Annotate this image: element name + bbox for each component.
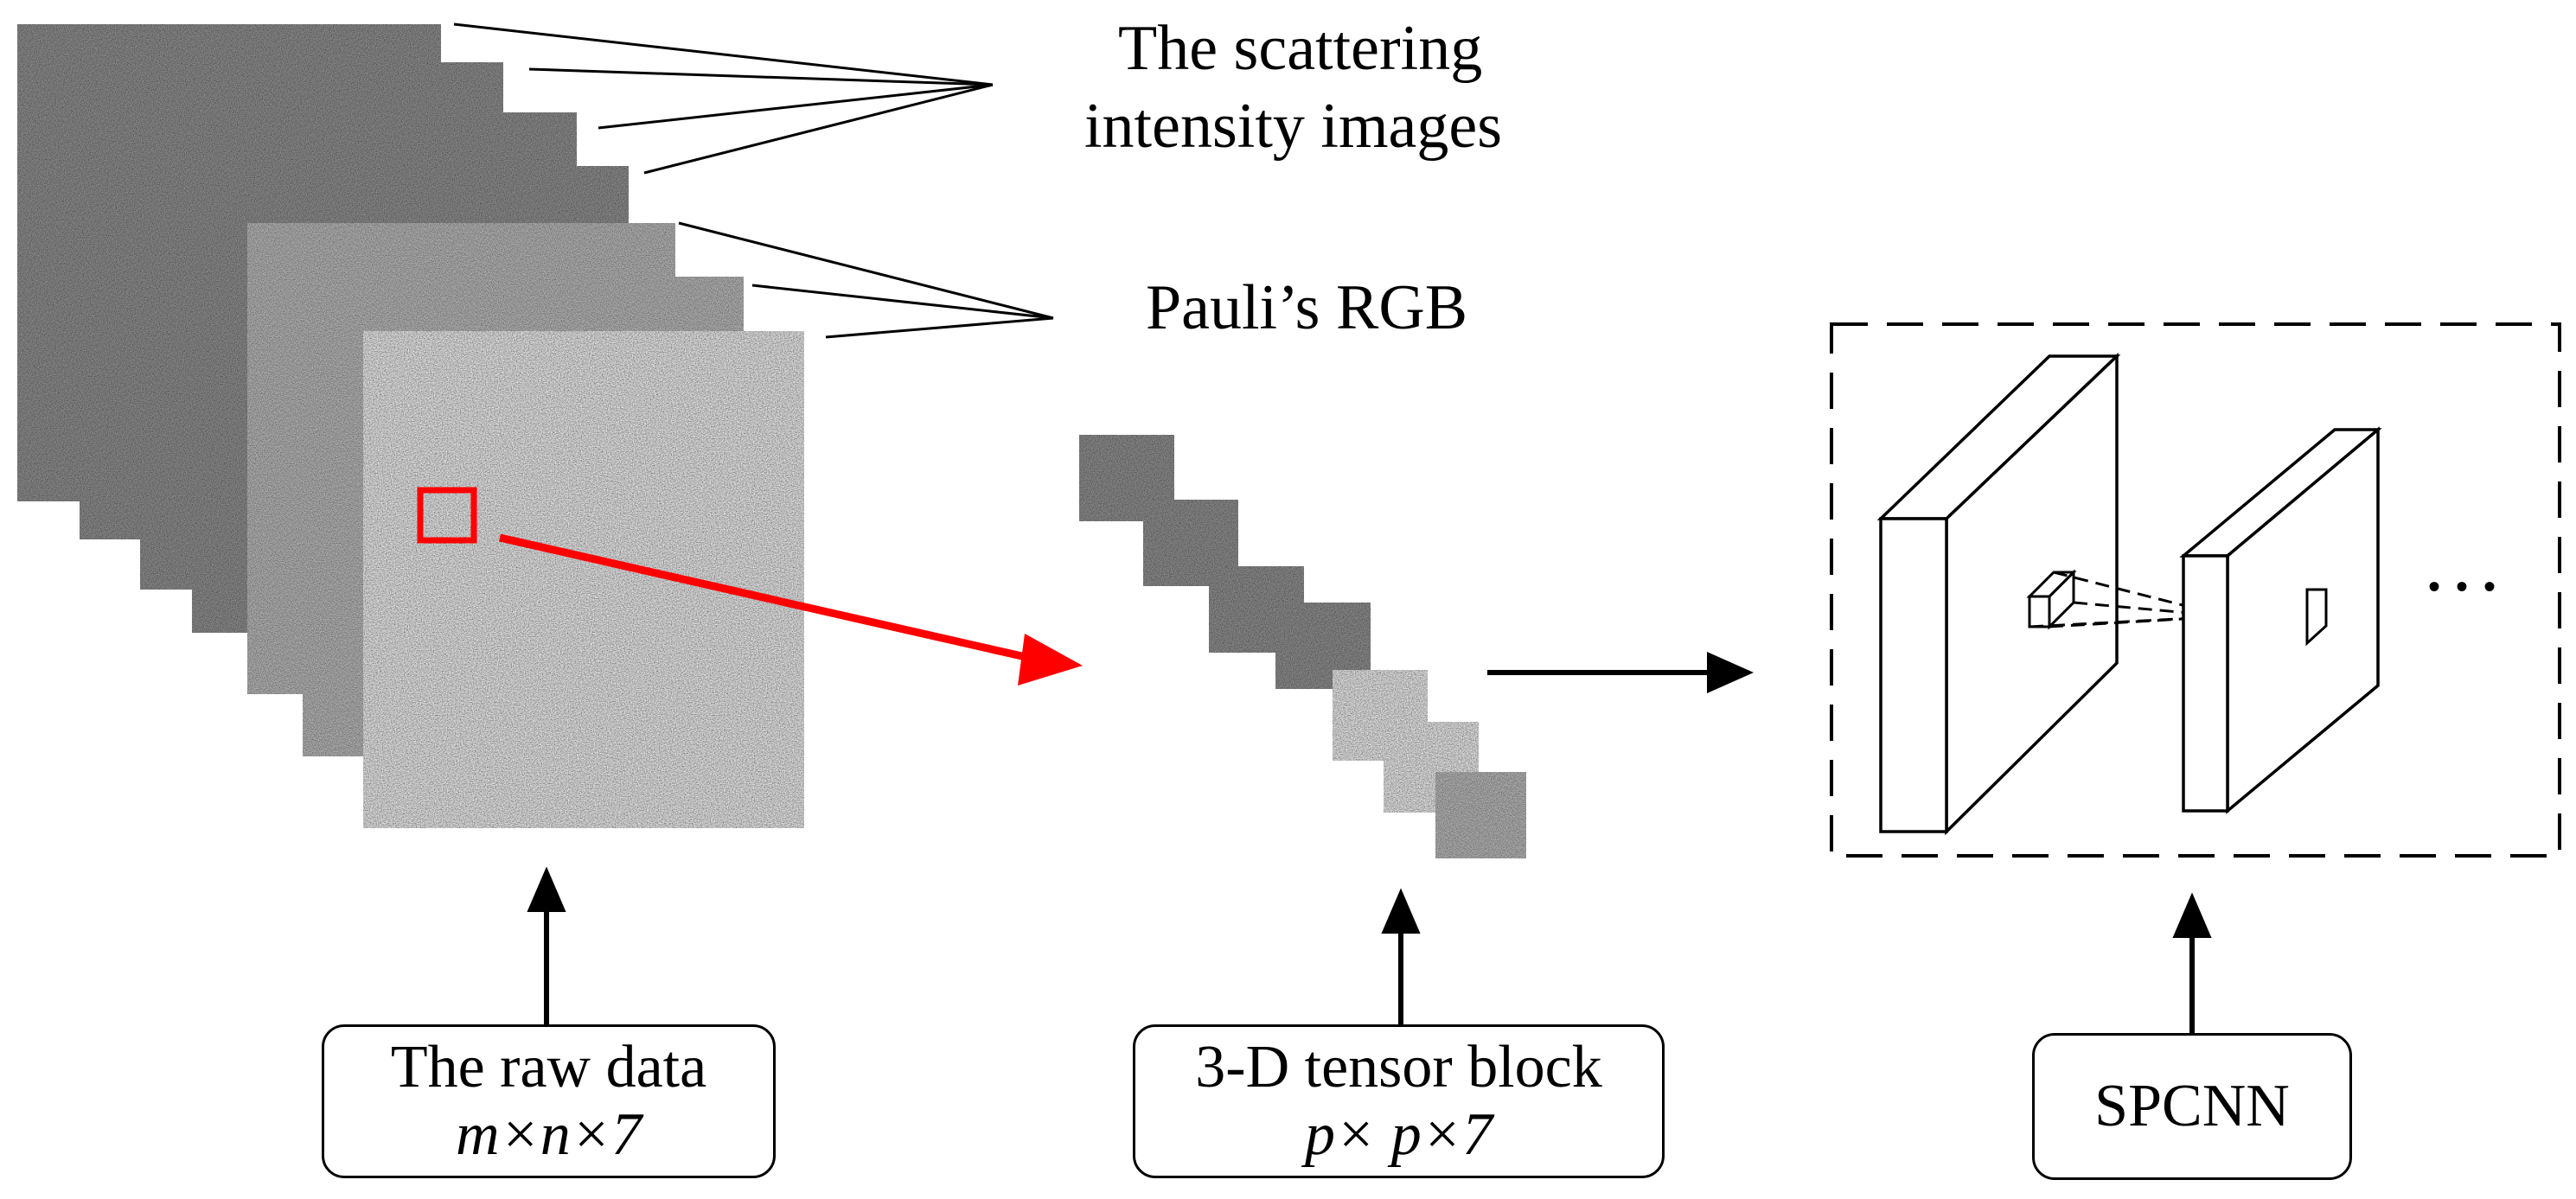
spcnn-title: SPCNN: [2094, 1072, 2290, 1139]
tensor-slice-7: [1435, 772, 1526, 858]
network-dashed-frame: [1830, 322, 2561, 858]
spcnn-box: SPCNN: [2032, 1033, 2352, 1180]
scattering-label-line2: intensity images: [1084, 91, 1502, 162]
ellipsis-label: • • •: [2428, 567, 2500, 606]
extraction-arrow: [499, 533, 1083, 686]
raw-data-dims: m×n×7: [455, 1101, 642, 1168]
tensor-block: [1079, 435, 1526, 858]
conv-block-2: [2179, 426, 2382, 814]
raw-data-title: The raw data: [390, 1033, 707, 1100]
leader-lines: [453, 22, 1054, 339]
pauli-label: Pauli’s RGB: [1146, 272, 1468, 343]
raw-data-box: The raw data m×n×7: [322, 1024, 776, 1178]
scattering-label-line1: The scattering: [1118, 13, 1483, 84]
tensor-block-box: 3-D tensor block p× p×7: [1133, 1024, 1665, 1178]
pauli-layer-3: [363, 331, 804, 828]
image-stack: [17, 24, 804, 828]
selected-patch: [417, 487, 477, 544]
tensor-block-dims: p× p×7: [1305, 1101, 1493, 1168]
tensor-block-title: 3-D tensor block: [1195, 1033, 1602, 1100]
